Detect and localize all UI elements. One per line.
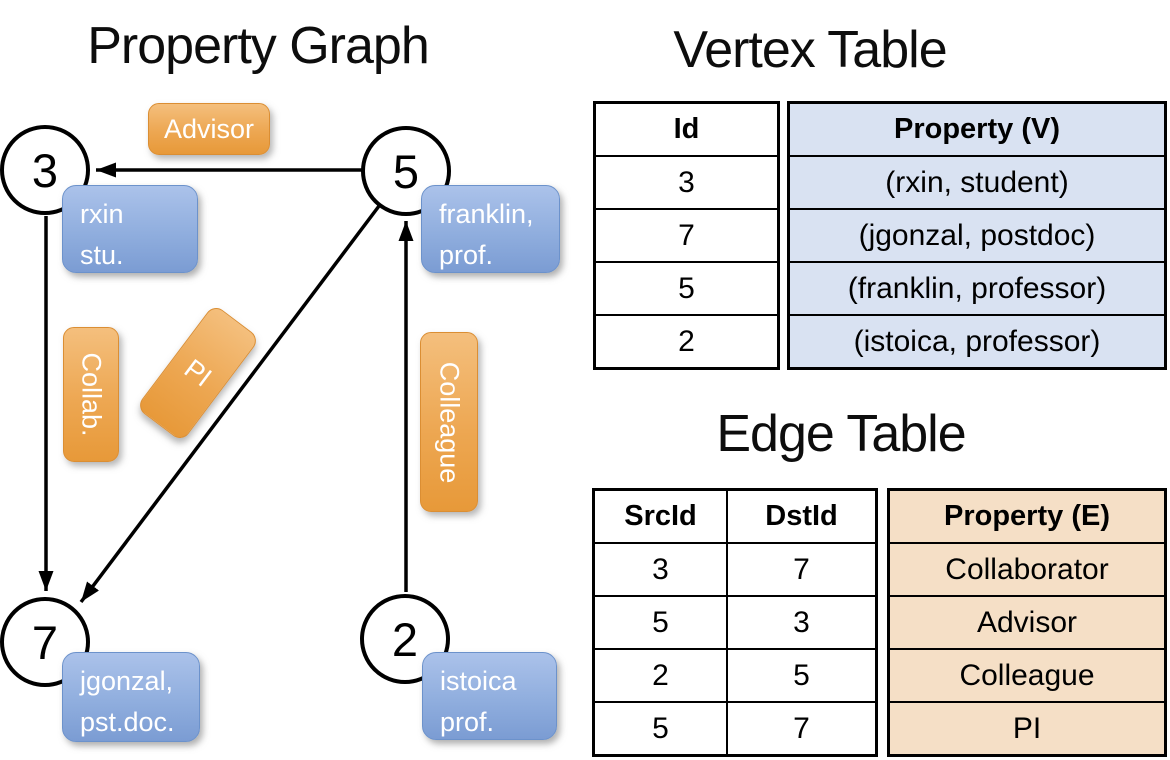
- table-row: 5 3: [595, 595, 875, 648]
- table-cell: PI: [890, 701, 1164, 754]
- table-cell: 7: [726, 544, 875, 595]
- vertex-label-rxin-line2: stu.: [80, 239, 124, 270]
- table-row: 3 7: [595, 542, 875, 595]
- table-row: 5 7: [595, 701, 875, 754]
- table-cell: 2: [652, 658, 669, 692]
- table-cell: 5: [652, 605, 669, 639]
- edge-table-ids-columns: SrcId DstId 3 7 5 3 2 5 5 7: [592, 488, 878, 757]
- vertex-label-rxin: rxin stu.: [62, 185, 198, 273]
- edge-table-property-column: Property (E) Collaborator Advisor Collea…: [887, 488, 1167, 757]
- edge-label-advisor-text: Advisor: [163, 113, 255, 144]
- table-cell: 3: [652, 552, 669, 586]
- edge-label-colleague-text: Colleague: [434, 361, 465, 483]
- vertex-table-title: Vertex Table: [673, 21, 947, 79]
- edge-table-srcid-header: SrcId: [624, 500, 697, 532]
- table-cell: 7: [596, 208, 777, 261]
- vertex-label-istoica-line2: prof.: [440, 706, 495, 737]
- graph-node-3-id: 3: [31, 143, 59, 197]
- graph-node-5-id: 5: [392, 144, 420, 198]
- edge-label-collab-text: Collab.: [76, 352, 107, 437]
- vertex-label-jgonzal: jgonzal, pst.doc.: [62, 652, 200, 742]
- vertex-label-franklin: franklin, prof.: [421, 185, 560, 273]
- vertex-table-id-column: Id 3 7 5 2: [593, 101, 780, 370]
- table-cell: Collaborator: [890, 542, 1164, 595]
- vertex-label-franklin-line1: franklin,: [439, 199, 534, 229]
- graph-node-2: 2: [360, 594, 450, 684]
- table-cell: 7: [726, 703, 875, 754]
- table-cell: 3: [596, 155, 777, 208]
- graph-node-2-id: 2: [391, 612, 419, 666]
- edge-line-pi-5-to-7: [79, 204, 381, 604]
- table-cell: (franklin, professor): [790, 261, 1164, 314]
- table-cell: Advisor: [890, 595, 1164, 648]
- property-graph-title: Property Graph: [87, 17, 429, 75]
- graph-node-5: 5: [361, 126, 451, 216]
- vertex-label-franklin-line2: prof.: [439, 239, 494, 270]
- vertex-label-jgonzal-line2: pst.doc.: [80, 706, 175, 737]
- vertex-table-property-header: Property (V): [894, 113, 1060, 145]
- edge-table-ids-header-row: SrcId DstId: [595, 491, 875, 542]
- table-cell: 5: [596, 261, 777, 314]
- vertex-label-rxin-line1: rxin: [80, 199, 124, 229]
- vertex-table-id-header: Id: [673, 113, 700, 145]
- edge-label-pi-text: PI: [179, 352, 218, 393]
- edge-label-colleague: Colleague: [420, 332, 478, 512]
- graph-edges-layer: [38, 162, 414, 604]
- edge-table-property-header: Property (E): [944, 500, 1110, 532]
- table-cell: (rxin, student): [790, 155, 1164, 208]
- table-cell: (jgonzal, postdoc): [790, 208, 1164, 261]
- graph-node-7-id: 7: [31, 615, 59, 669]
- table-cell: (istoica, professor): [790, 314, 1164, 367]
- table-cell: Colleague: [890, 648, 1164, 701]
- edge-label-collab: Collab.: [63, 327, 119, 462]
- edge-table-dstid-header: DstId: [726, 491, 875, 542]
- vertex-label-jgonzal-line1: jgonzal,: [80, 666, 174, 696]
- vertex-label-istoica-line1: istoica: [440, 666, 517, 696]
- table-cell: 3: [726, 597, 875, 648]
- table-cell: 2: [596, 314, 777, 367]
- table-cell: 5: [726, 650, 875, 701]
- vertex-label-istoica: istoica prof.: [422, 652, 557, 740]
- table-cell: 5: [652, 711, 669, 745]
- edge-table-title: Edge Table: [716, 405, 966, 463]
- vertex-table-property-column: Property (V) (rxin, student) (jgonzal, p…: [787, 101, 1167, 370]
- edge-label-advisor: Advisor: [148, 103, 270, 155]
- table-row: 2 5: [595, 648, 875, 701]
